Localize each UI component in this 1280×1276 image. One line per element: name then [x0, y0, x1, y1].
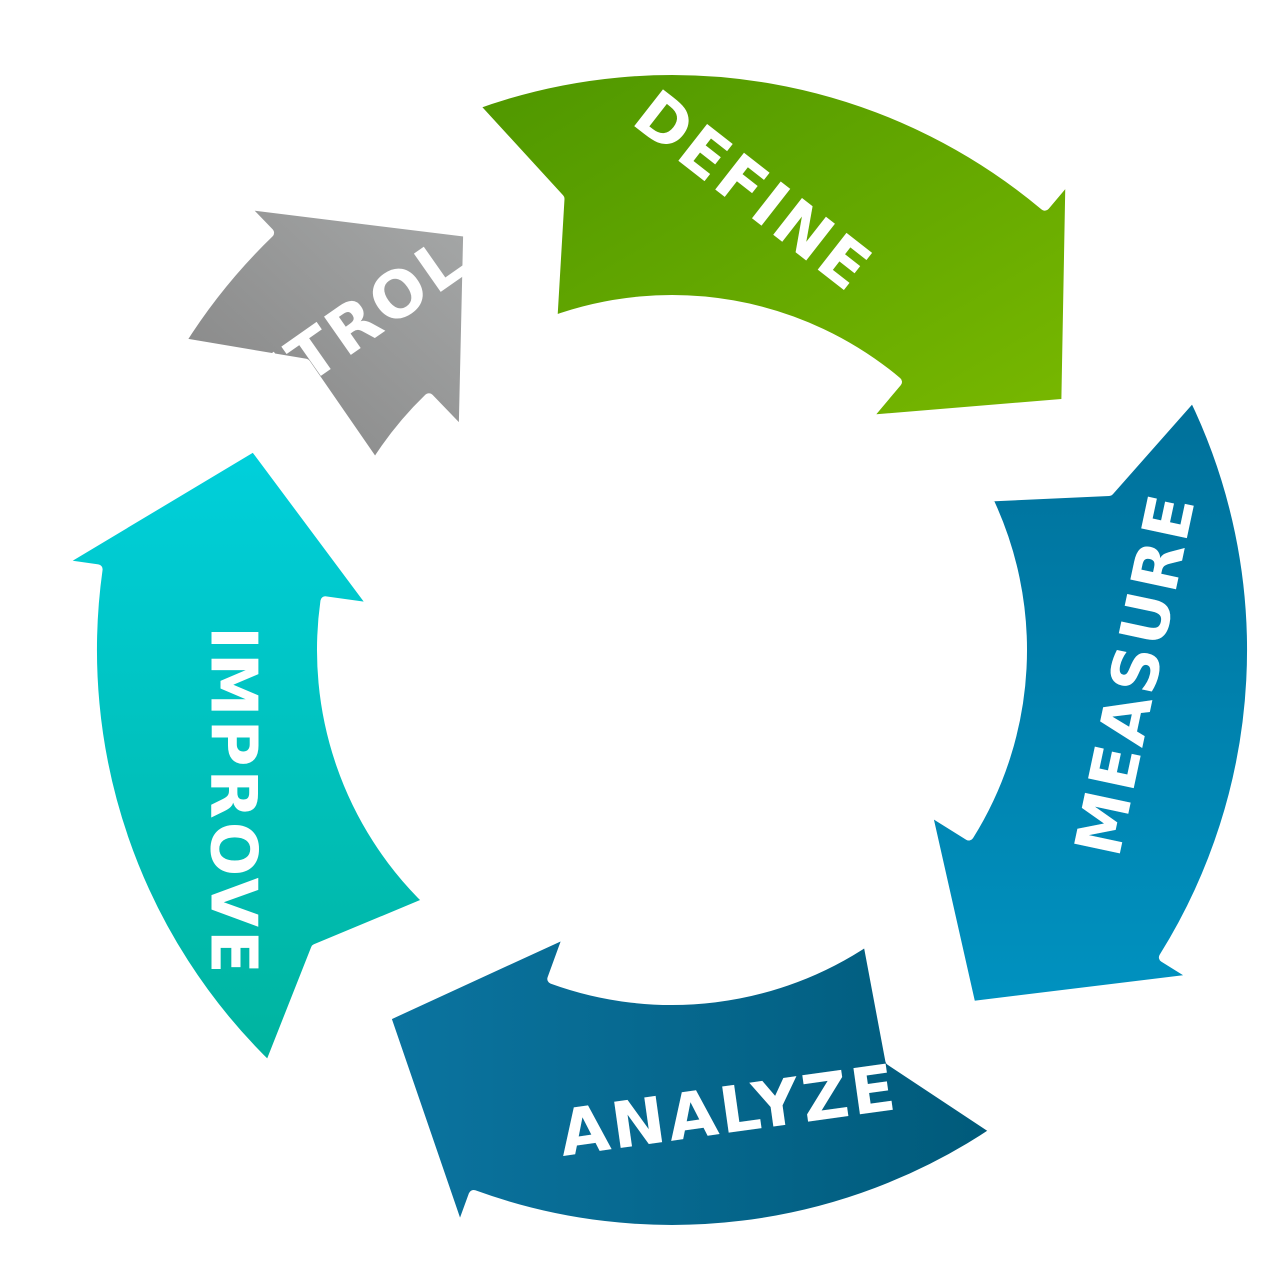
- define-arrow: [468, 65, 1076, 426]
- analyze-arrow: [380, 926, 1002, 1238]
- measure-arrow: [921, 390, 1257, 1012]
- improve-arrow: [53, 441, 434, 1073]
- control-arrow: [175, 199, 474, 470]
- improve-label: IMPROVE: [195, 626, 269, 977]
- arrow-layer: [53, 65, 1257, 1238]
